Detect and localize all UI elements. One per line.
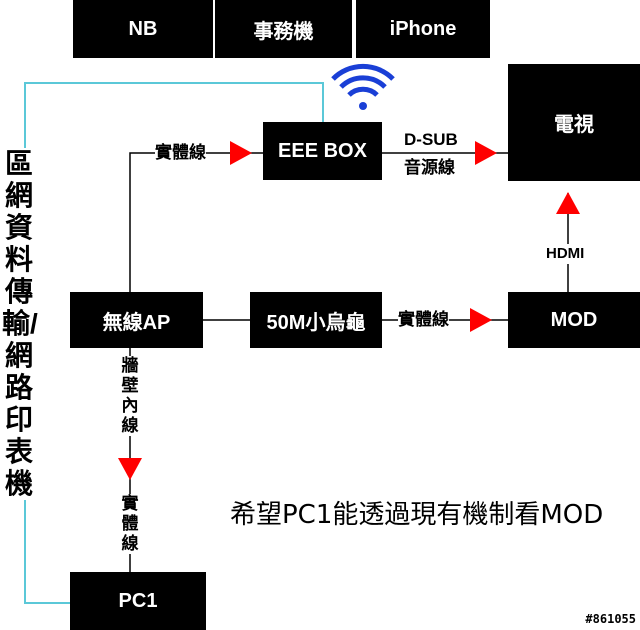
lan-side-label: 區網資料傳輸/網路印表機 bbox=[2, 148, 38, 500]
arrow-eee-tv bbox=[475, 141, 497, 165]
wireless-ap-box: 無線AP bbox=[70, 292, 203, 348]
eee-box: EEE BOX bbox=[263, 122, 382, 180]
ap-pc1-link-label: 實體線 bbox=[120, 494, 140, 554]
iphone-box: iPhone bbox=[356, 0, 490, 58]
watermark: #861055 bbox=[585, 612, 636, 626]
arrow-turtle-mod bbox=[470, 308, 492, 332]
tv-label: 電視 bbox=[554, 114, 594, 136]
mod-box: MOD bbox=[508, 292, 640, 348]
nb-box: NB bbox=[73, 0, 213, 58]
wifi-dot bbox=[359, 102, 367, 110]
arrow-ap-pc1 bbox=[118, 458, 142, 480]
wireless-ap-label: 無線AP bbox=[102, 311, 171, 334]
turtle-modem-label: 50M小烏龜 bbox=[266, 311, 366, 334]
office-machine-box: 事務機 bbox=[215, 0, 352, 58]
turtle-mod-link-label: 實體線 bbox=[398, 310, 449, 330]
wall-line-label: 牆壁內線 bbox=[120, 356, 140, 436]
ap-eee-wire bbox=[129, 152, 263, 293]
nb-label: NB bbox=[128, 17, 158, 40]
arrow-mod-tv bbox=[556, 192, 580, 214]
pc1-box: PC1 bbox=[70, 572, 206, 630]
audio-link-label: 音源線 bbox=[404, 158, 455, 178]
hdmi-link-label: HDMI bbox=[546, 244, 585, 264]
dsub-link-label: D-SUB bbox=[404, 130, 458, 150]
wish-text: 希望PC1能透過現有機制看MOD bbox=[230, 500, 604, 530]
tv-box: 電視 bbox=[508, 64, 640, 181]
lan-line bbox=[24, 82, 324, 604]
mod-label: MOD bbox=[550, 308, 598, 331]
eee-box-label: EEE BOX bbox=[278, 139, 367, 162]
iphone-label: iPhone bbox=[389, 17, 457, 40]
turtle-modem-box: 50M小烏龜 bbox=[250, 292, 382, 348]
office-machine-label: 事務機 bbox=[253, 20, 314, 43]
arrow-ap-eee bbox=[230, 141, 252, 165]
wifi-icon bbox=[331, 63, 395, 97]
pc1-label: PC1 bbox=[118, 589, 158, 612]
ap-eee-link-label: 實體線 bbox=[155, 143, 206, 163]
